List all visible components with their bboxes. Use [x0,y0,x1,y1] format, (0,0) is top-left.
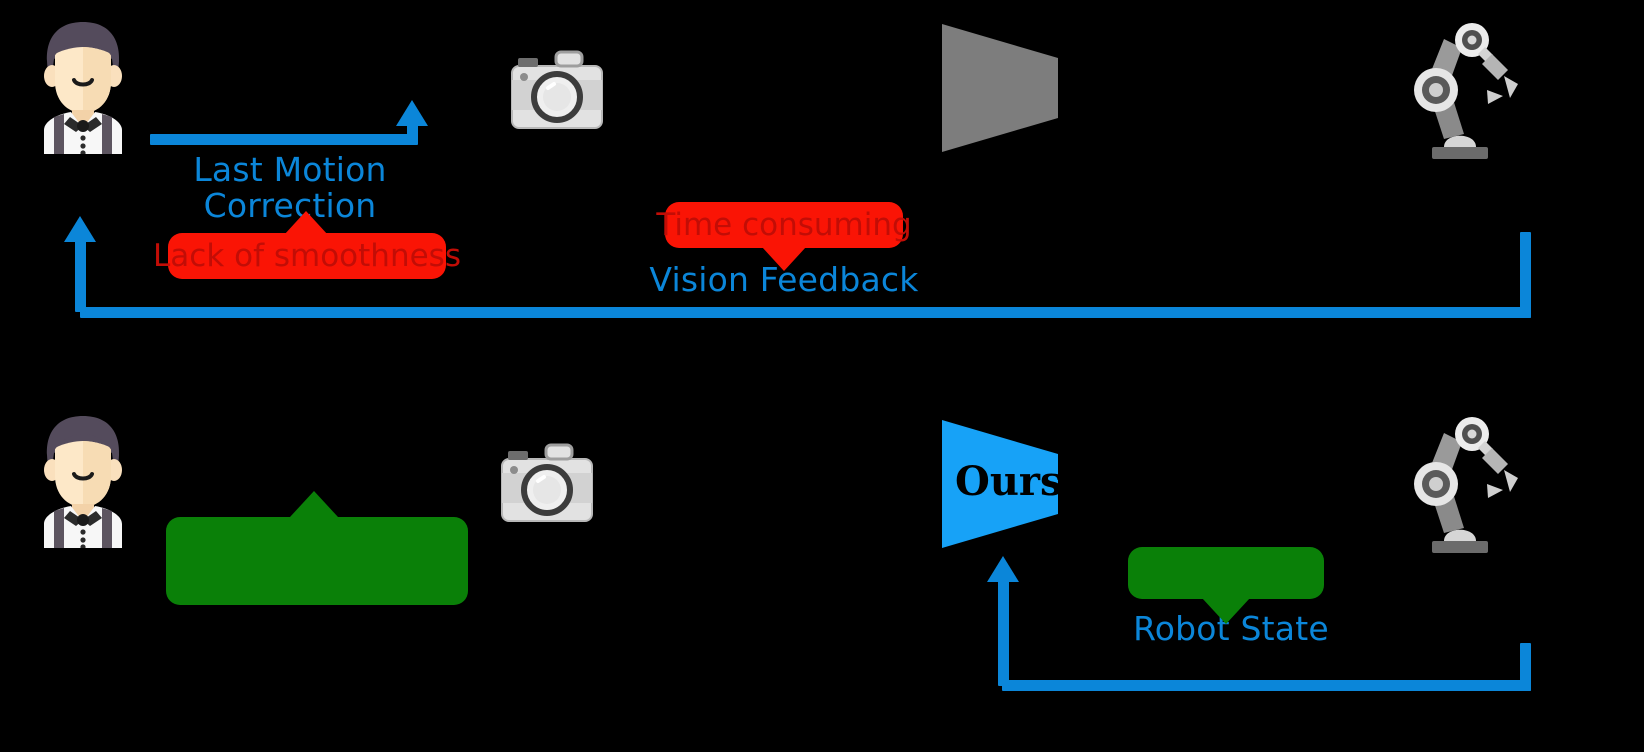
camera-icon [500,443,594,523]
camera-icon [510,50,604,130]
vision-feedback-left-riser [75,238,86,312]
robot-state-line [1002,680,1531,691]
trapezoid-model-gray [940,22,1060,152]
operator-avatar-icon [24,408,142,548]
robot-state-benefit-tail [1202,598,1250,624]
trapezoid-model-blue [940,418,1060,548]
vision-feedback-arrowhead [64,216,96,242]
operator-benefit-tail [290,491,338,517]
time-consuming-label: Time consuming [656,206,912,243]
last-motion-correction-arrowhead [396,100,428,126]
time-consuming-callout: Time consuming [656,202,912,248]
operator-avatar-icon [24,14,142,154]
lack-of-smoothness-callout: Lack of smoothness [153,233,461,279]
vision-feedback-right-riser [1520,232,1531,318]
last-motion-correction-riser [407,112,418,140]
last-motion-correction-line [150,134,418,145]
operator-benefit-callout [166,517,468,605]
robot-arm-icon [1382,408,1527,558]
robot-state-arrowhead [987,556,1019,582]
robot-state-left-riser [998,578,1009,686]
robot-state-benefit-callout [1128,547,1324,599]
robot-state-right-riser [1520,643,1531,691]
time-consuming-tail [762,247,806,271]
ours-model-label: Ours [955,458,1063,505]
lack-of-smoothness-tail [284,211,328,235]
vision-feedback-line [80,307,1531,318]
robot-arm-icon [1382,14,1527,164]
vision-feedback-label: Vision Feedback [649,260,919,299]
lack-of-smoothness-label: Lack of smoothness [153,237,461,274]
